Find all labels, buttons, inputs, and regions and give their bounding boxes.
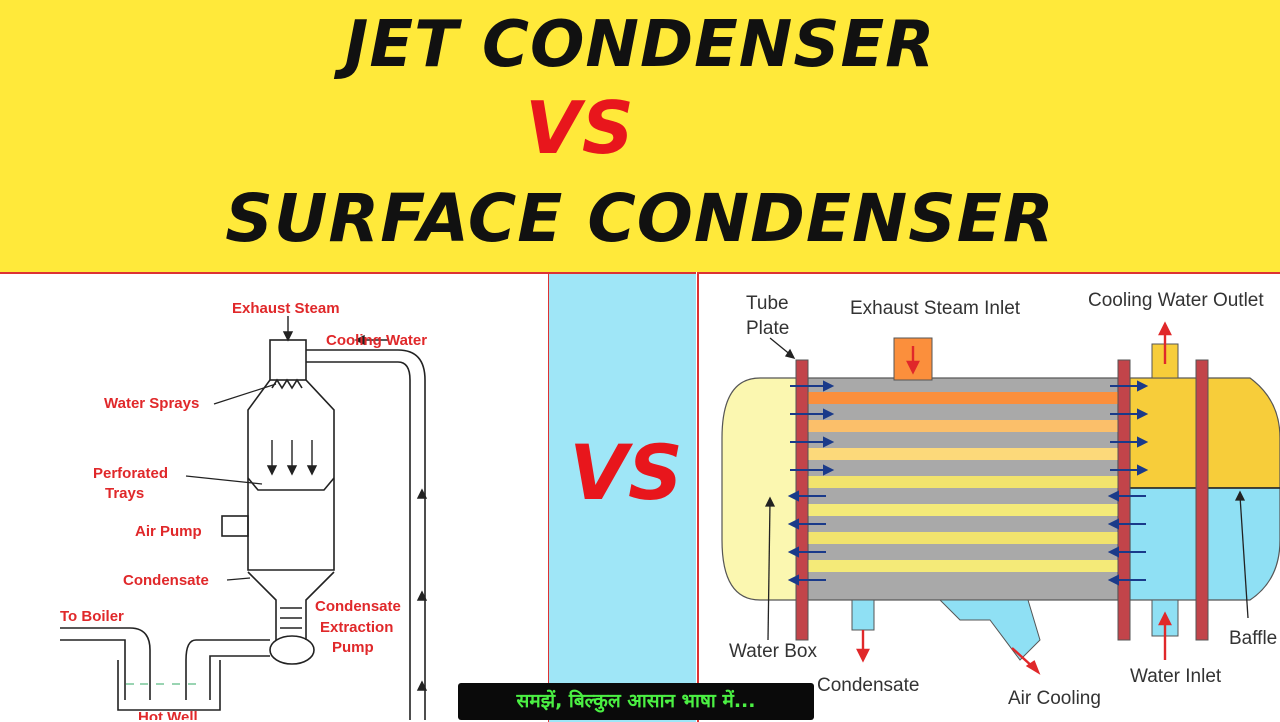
return-pipe [185, 639, 270, 700]
jet-condenser-diagram: Exhaust Steam Cooling Water Water Sprays… [60, 300, 427, 720]
label-cep-line2: Extraction [320, 619, 393, 636]
title-banner [0, 0, 1280, 272]
title-jet-condenser: JET CONDENSER [344, 8, 936, 82]
jet-condenser-panel [0, 272, 550, 722]
surface-condenser-panel [697, 272, 1280, 722]
label-water-sprays: Water Sprays [104, 395, 199, 412]
label-to-boiler: To Boiler [60, 608, 124, 625]
vessel-body [247, 379, 335, 571]
water-sprays-shape [271, 378, 303, 390]
label-exhaust-steam: Exhaust Steam [232, 300, 340, 317]
lower-cone [247, 571, 335, 640]
label-air-pump: Air Pump [135, 523, 202, 540]
perforated-tray [247, 477, 335, 491]
label-condensate: Condensate [123, 572, 209, 589]
label-trays: Trays [105, 485, 144, 502]
cooling-water-pipe [306, 349, 426, 720]
to-boiler-pipe [60, 627, 151, 700]
vs-badge: VS [569, 428, 683, 517]
label-cep-line1: Condensate [315, 598, 401, 615]
air-pump-stub [221, 515, 249, 537]
spray-head-box [269, 339, 307, 381]
hot-well [117, 660, 221, 711]
vs-panel [549, 272, 696, 722]
label-cep-line3: Pump [332, 639, 374, 656]
extraction-pump [269, 635, 315, 665]
hindi-tagline: समझें, बिल्कुल आसान भाषा में... [458, 683, 814, 720]
label-hot-well: Hot Well [138, 709, 198, 720]
label-cooling-water: Cooling Water [326, 332, 427, 349]
title-vs: VS [525, 86, 635, 170]
title-surface-condenser: SURFACE CONDENSER [225, 180, 1055, 257]
label-perforated: Perforated [93, 465, 168, 482]
